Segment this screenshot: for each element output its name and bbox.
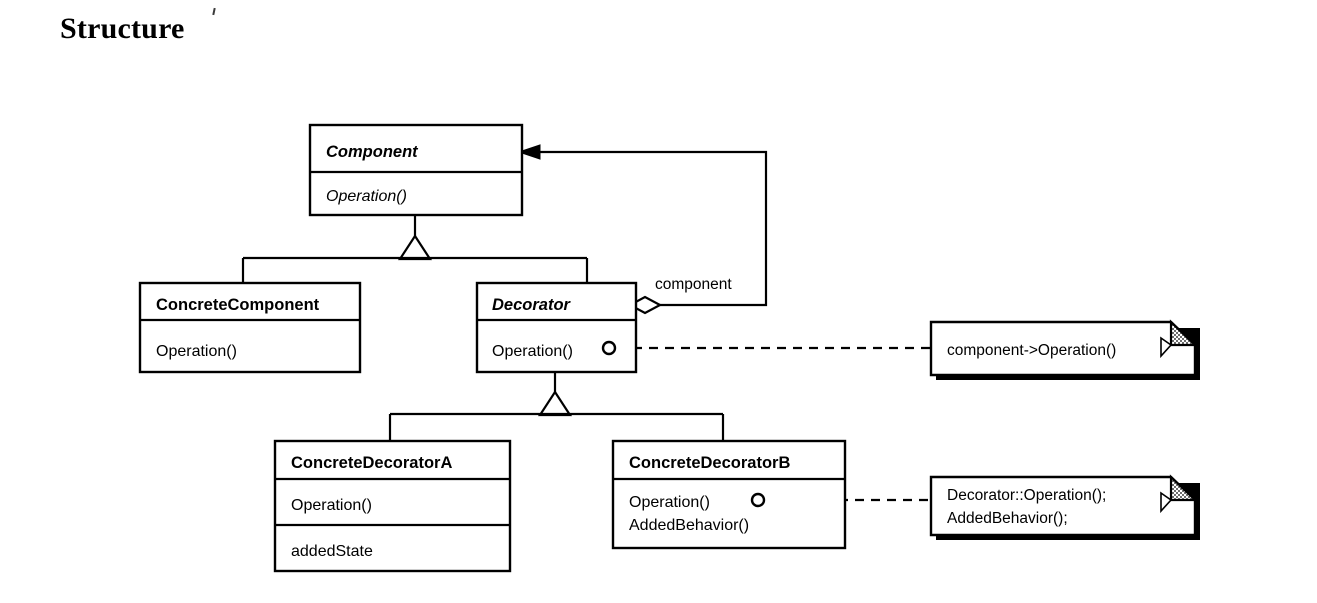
class-name-concrete-decorator-b: ConcreteDecoratorB: [629, 454, 790, 472]
operation-port-icon: [750, 492, 766, 508]
operation-port-icon: [601, 340, 617, 356]
note-line: Decorator::Operation();: [947, 487, 1106, 504]
aggregation-diamond-icon: [627, 295, 663, 315]
class-member-concrete-decorator-b-operation: Operation(): [629, 494, 710, 511]
aggregation-role-label: component: [655, 276, 732, 293]
note-concrete-decorator-b-operation[interactable]: Decorator::Operation(); AddedBehavior();: [929, 474, 1200, 540]
class-box-component[interactable]: Component Operation(): [308, 123, 524, 217]
class-box-concrete-decorator-a[interactable]: ConcreteDecoratorA Operation() addedStat…: [273, 439, 512, 573]
class-name-concrete-decorator-a: ConcreteDecoratorA: [291, 454, 452, 472]
generalization-triangle-icon: [537, 389, 573, 417]
class-box-concrete-component[interactable]: ConcreteComponent Operation(): [138, 281, 362, 374]
class-box-concrete-decorator-b[interactable]: ConcreteDecoratorB Operation() AddedBeha…: [611, 439, 847, 550]
note-line: AddedBehavior();: [947, 510, 1068, 527]
relationship-generalization-to-decorator: [388, 372, 725, 441]
class-member-concrete-decorator-a-state: addedState: [291, 543, 373, 560]
class-box-decorator[interactable]: Decorator Operation(): [475, 281, 638, 374]
class-name-component: Component: [326, 143, 419, 161]
note-fold-icon: [1169, 319, 1198, 347]
class-member-concrete-decorator-a-operation: Operation(): [291, 497, 372, 514]
relationship-aggregation-component: component: [517, 144, 768, 315]
class-member-concrete-component-operation: Operation(): [156, 343, 237, 360]
note-line: component->Operation(): [947, 342, 1116, 359]
arrowhead-icon: [517, 144, 541, 160]
class-name-decorator: Decorator: [492, 296, 572, 314]
class-name-concrete-component: ConcreteComponent: [156, 296, 320, 314]
class-member-decorator-operation: Operation(): [492, 343, 573, 360]
class-member-concrete-decorator-b-added-behavior: AddedBehavior(): [629, 517, 749, 534]
page-title: Structure: [60, 12, 185, 45]
generalization-triangle-icon: [397, 233, 433, 261]
note-decorator-operation[interactable]: component->Operation(): [929, 319, 1200, 380]
note-fold-icon: [1169, 474, 1198, 502]
relationship-generalization-to-component: [241, 215, 589, 283]
class-member-component-operation: Operation(): [326, 188, 407, 205]
